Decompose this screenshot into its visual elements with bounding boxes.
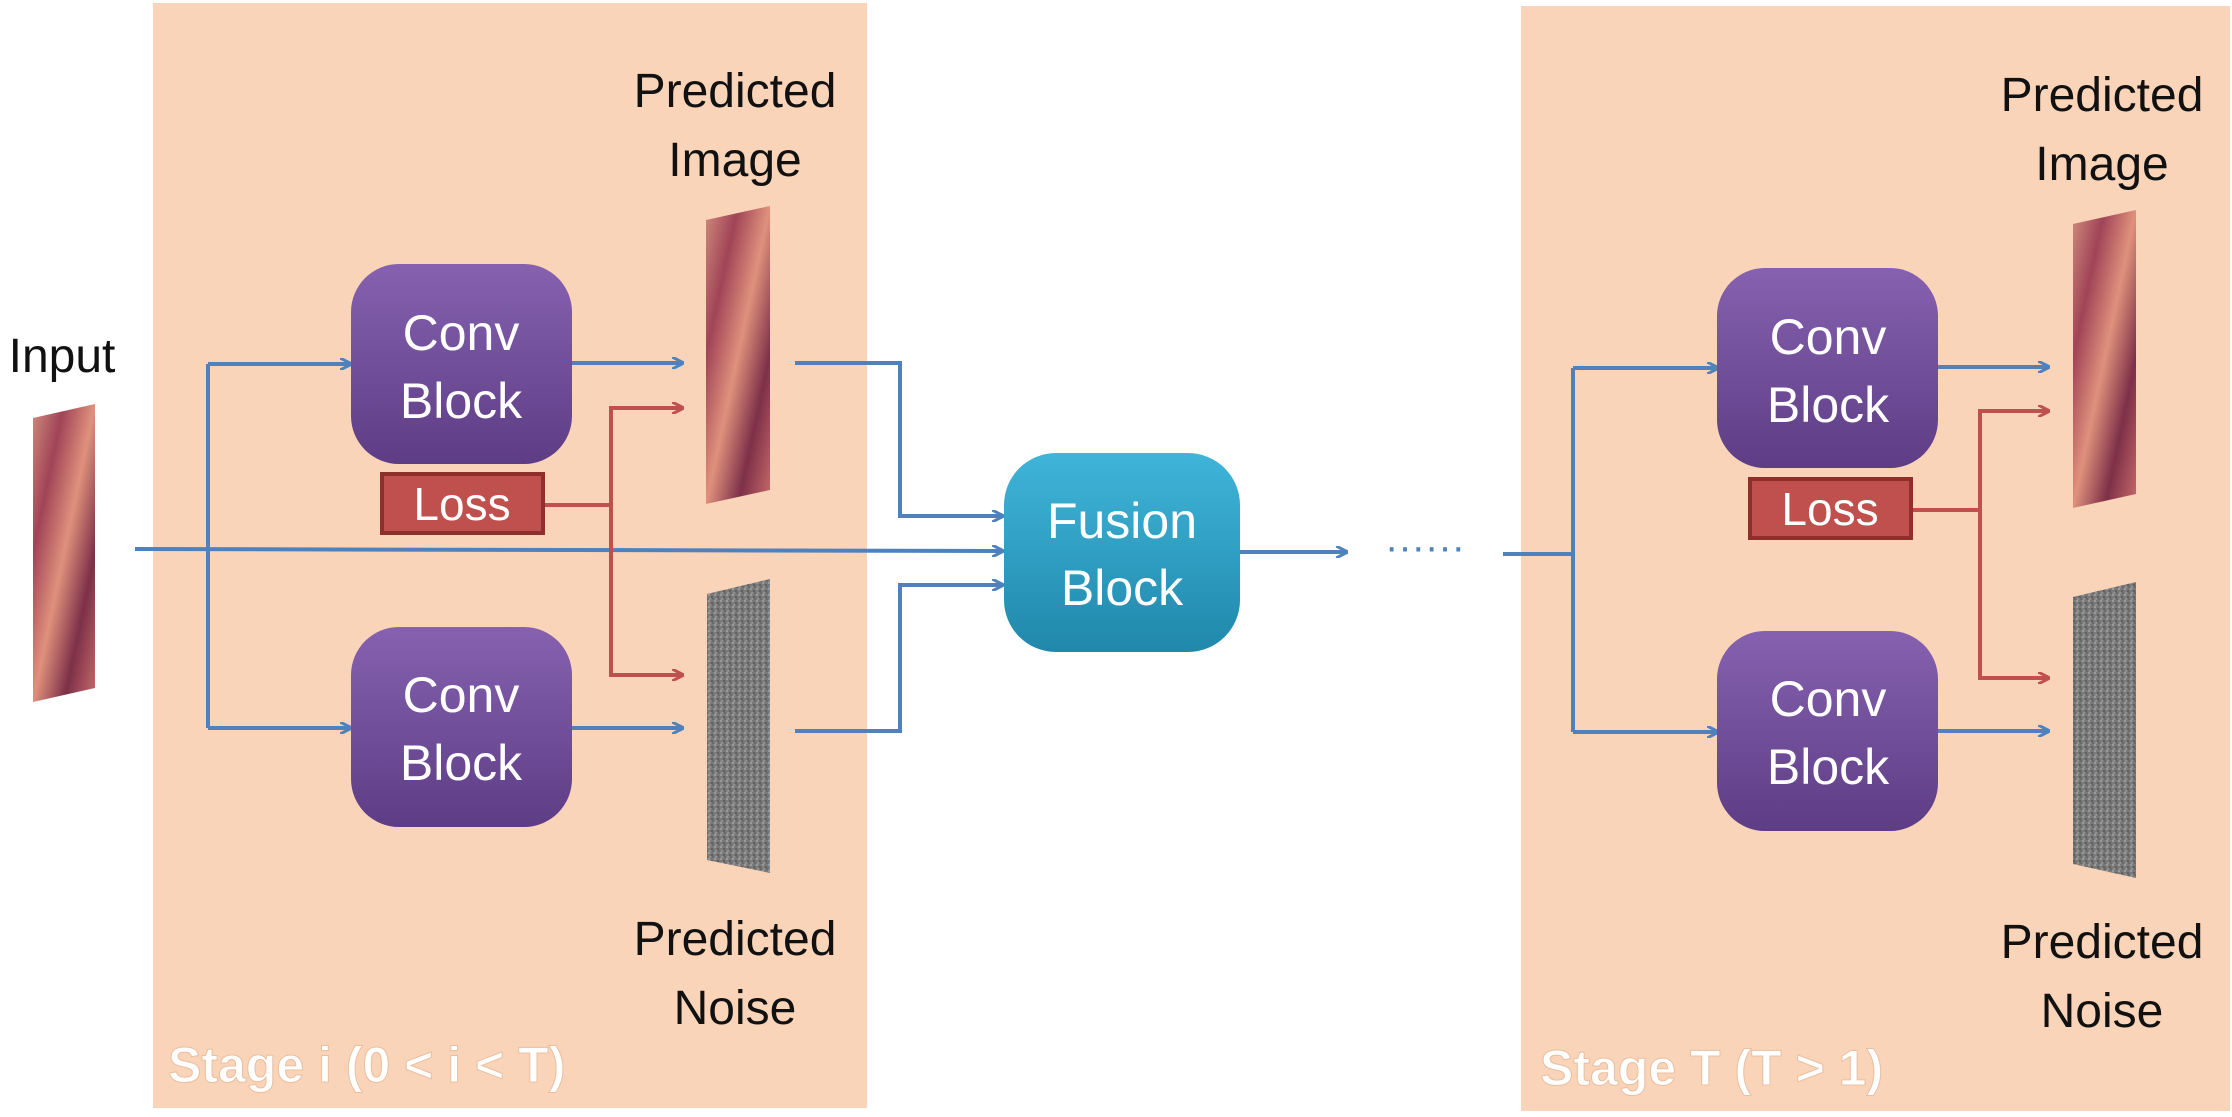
- predicted-image-label-i-line2: Image: [668, 134, 801, 187]
- predicted-noise-label-t-line1: Predicted: [2001, 916, 2204, 969]
- noise-to-fusion-arrow: [795, 585, 1002, 733]
- input-to-fusion-arrow: [134, 549, 1002, 551]
- loss-to-noise-arrow-i: [609, 505, 682, 675]
- input-label: Input: [9, 330, 116, 383]
- predicted-noise-label-i-line2: Noise: [674, 982, 797, 1035]
- predicted-noise-label-t-line2: Noise: [2041, 985, 2164, 1038]
- conv-block-bottom-i-line1: Conv: [403, 667, 520, 723]
- loss-box-i: [380, 472, 545, 535]
- conv-block-bottom-t: [1717, 631, 1938, 831]
- stage-t-panel: [1521, 6, 2230, 1111]
- stage-t-label: Stage T (T > 1): [1540, 1040, 1883, 1096]
- fusion-block-line1: Fusion: [1047, 493, 1197, 549]
- stage-i-panel: [153, 3, 867, 1108]
- loss-box-t: [1748, 477, 1913, 540]
- loss-label-i: Loss: [413, 478, 510, 530]
- conv-block-top-t-line2: Block: [1767, 377, 1890, 433]
- ellipsis: ······: [1385, 525, 1465, 569]
- conv-block-top-i: [351, 264, 572, 464]
- predicted-noise-t: [2073, 582, 2136, 878]
- predicted-image-label-t-line2: Image: [2035, 138, 2168, 191]
- image-to-fusion-arrow: [795, 361, 1002, 516]
- conv-block-top-t: [1717, 268, 1938, 468]
- conv-block-top-t-line1: Conv: [1770, 309, 1887, 365]
- stage-i-label: Stage i (0 < i < T): [168, 1037, 565, 1093]
- predicted-image-label-t-line1: Predicted: [2001, 69, 2204, 122]
- predicted-image-i: [706, 206, 770, 504]
- conv-block-bottom-t-line1: Conv: [1770, 671, 1887, 727]
- loss-to-noise-arrow-t: [1978, 510, 2048, 678]
- conv-block-top-i-line2: Block: [400, 373, 523, 429]
- input-image: [33, 404, 95, 702]
- predicted-image-label-i-line1: Predicted: [634, 65, 837, 118]
- predicted-image-t: [2073, 210, 2136, 508]
- predicted-noise-i: [707, 579, 770, 873]
- fusion-block: [1004, 453, 1240, 652]
- conv-block-bottom-i: [351, 627, 572, 827]
- conv-block-top-i-line1: Conv: [403, 305, 520, 361]
- predicted-noise-label-i-line1: Predicted: [634, 913, 837, 966]
- conv-block-bottom-t-line2: Block: [1767, 739, 1890, 795]
- conv-block-bottom-i-line2: Block: [400, 735, 523, 791]
- loss-label-t: Loss: [1781, 483, 1878, 535]
- fusion-block-line2: Block: [1061, 560, 1184, 616]
